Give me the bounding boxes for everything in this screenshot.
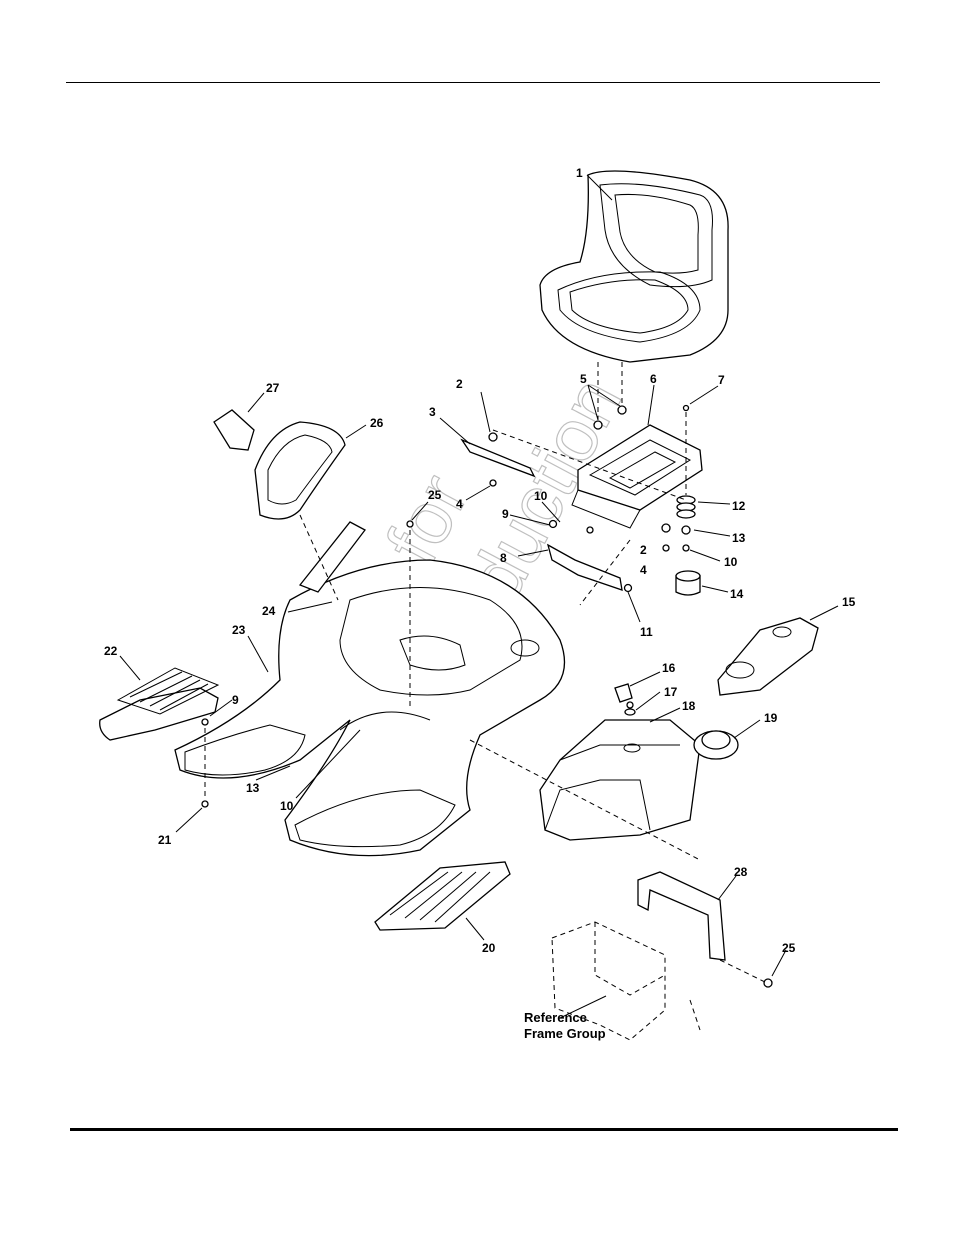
callout-19: 19 [764,711,778,725]
bumper [675,570,701,596]
console-dash [717,617,819,696]
callout-16: 16 [662,661,676,675]
callout-26: 26 [370,416,384,430]
callout-18: 18 [682,699,696,713]
callout-25b: 25 [782,941,796,955]
callout-21: 21 [158,833,172,847]
reference-label-line-2: Frame Group [524,1026,606,1041]
callout-5: 5 [580,372,587,386]
hardware [201,404,773,988]
callout-27: 27 [266,381,280,395]
callout-8: 8 [500,551,507,565]
callout-6: 6 [650,372,657,386]
seat-slide [460,438,536,478]
armrest-cap [213,409,255,451]
callout-10c: 10 [280,799,294,813]
callout-25a: 25 [428,488,442,502]
leader-lines [119,174,839,1019]
footrest-right [374,861,511,931]
mounting-bracket [637,871,726,961]
callout-28: 28 [734,865,748,879]
callout-labels: 1 2 3 4 5 6 7 8 9 10 11 12 13 14 15 16 1… [104,166,856,955]
callout-15: 15 [842,595,856,609]
callout-13a: 13 [732,531,746,545]
callout-11: 11 [640,625,653,639]
callout-1: 1 [576,166,583,180]
callout-10b: 10 [724,555,738,569]
hinge-bracket [546,543,623,591]
callout-4a: 4 [456,497,463,511]
reference-frame-label: Reference Frame Group [524,1010,606,1042]
callout-22: 22 [104,644,118,658]
callout-2b: 2 [640,543,647,557]
callout-4b: 4 [640,563,647,577]
callout-9b: 9 [232,693,239,707]
callout-7: 7 [718,373,725,387]
callout-3: 3 [429,405,436,419]
callout-10a: 10 [534,489,548,503]
reference-frame [551,921,666,1041]
hose-clamp [624,708,636,716]
callout-24: 24 [262,604,276,618]
callout-14: 14 [730,587,744,601]
fender-pan [174,559,566,857]
assembly-lines [204,362,766,1031]
callout-9a: 9 [502,507,509,521]
callout-20: 20 [482,941,496,955]
pad-strip [298,521,366,593]
callout-23: 23 [232,623,246,637]
seat-spring [676,495,696,519]
reference-label-line-1: Reference [524,1010,587,1025]
callout-13b: 13 [246,781,260,795]
seat [539,170,729,363]
header-rule [66,82,880,83]
callout-2a: 2 [456,377,463,391]
footer-rule [70,1128,898,1131]
fuel-cap [693,730,739,760]
elbow-fitting [614,683,633,703]
seat-pan [571,424,703,529]
callout-17: 17 [664,685,678,699]
footrest-left [99,667,220,741]
callout-12: 12 [732,499,746,513]
fuel-tank [539,719,701,841]
armrest-pad [254,421,346,520]
